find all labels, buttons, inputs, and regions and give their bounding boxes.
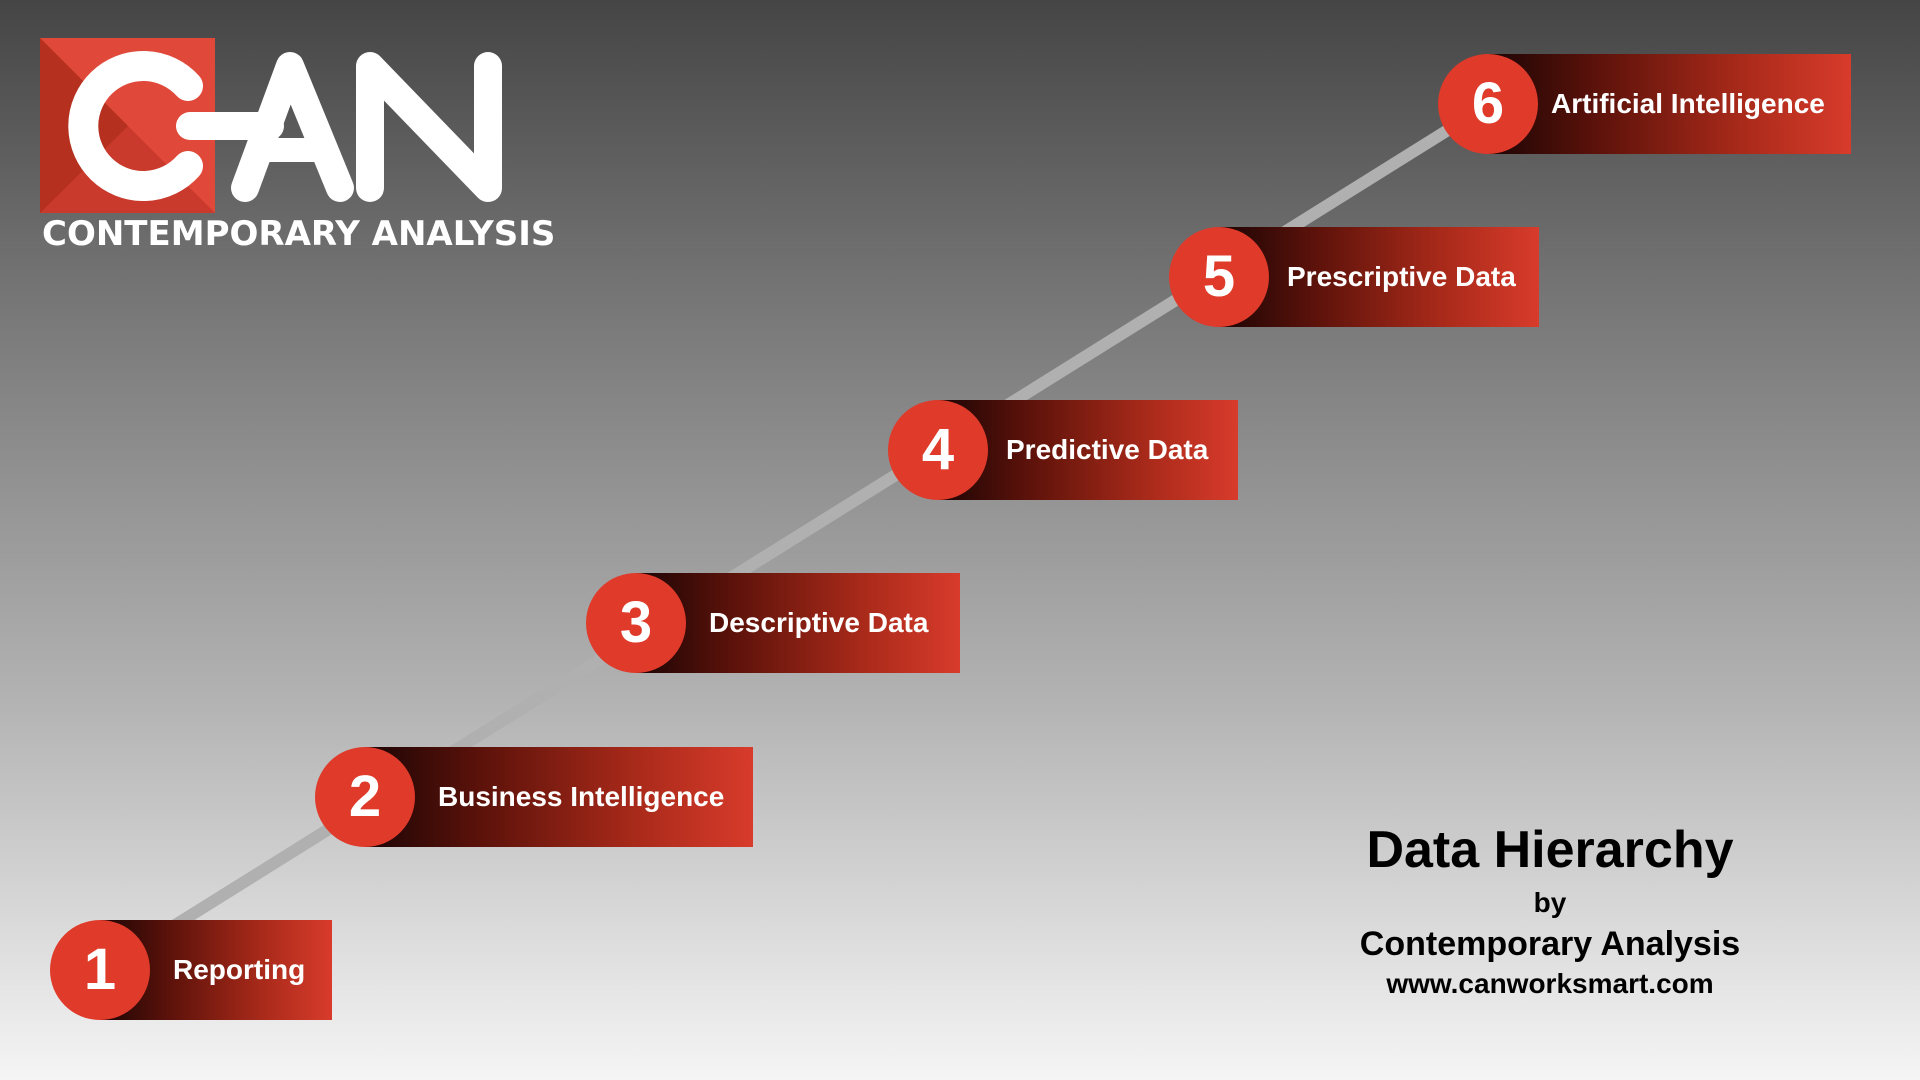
step-4-badge: 4 — [888, 400, 988, 500]
step-6-badge: 6 — [1438, 54, 1538, 154]
step-4-predictive-data: Predictive Data 4 — [888, 400, 1238, 500]
step-3-descriptive-data: Descriptive Data 3 — [586, 573, 960, 673]
step-1-badge: 1 — [50, 920, 150, 1020]
step-1-reporting: Reporting 1 — [50, 920, 332, 1020]
step-3-badge: 3 — [586, 573, 686, 673]
step-2-label: Business Intelligence — [438, 781, 725, 812]
step-2-badge: 2 — [315, 747, 415, 847]
step-5-label: Prescriptive Data — [1287, 261, 1516, 292]
step-6-artificial-intelligence: Artificial Intelligence 6 — [1438, 54, 1851, 154]
caption-url: www.canworksmart.com — [1386, 968, 1714, 999]
step-4-bar — [938, 400, 1238, 500]
can-logo: CONTEMPORARY ANALYSIS — [40, 38, 556, 258]
step-3-bar — [636, 573, 960, 673]
step-3-label: Descriptive Data — [709, 607, 929, 638]
step-6-bar — [1488, 54, 1851, 154]
step-1-label: Reporting — [173, 954, 306, 985]
caption-block: Data Hierarchy by Contemporary Analysis … — [1290, 815, 1810, 1001]
step-5-prescriptive-data: Prescriptive Data 5 — [1169, 227, 1539, 327]
step-5-bar — [1219, 227, 1539, 327]
caption-by: by — [1533, 887, 1567, 918]
step-5-badge: 5 — [1169, 227, 1269, 327]
step-2-bar — [365, 747, 753, 847]
can-logo-mark — [40, 38, 502, 213]
step-6-label: Artificial Intelligence — [1551, 88, 1825, 119]
step-2-business-intelligence: Business Intelligence 2 — [315, 747, 753, 847]
logo-tagline: CONTEMPORARY ANALYSIS — [42, 214, 556, 254]
caption-company: Contemporary Analysis — [1359, 925, 1741, 963]
step-4-label: Predictive Data — [1006, 434, 1209, 465]
caption-title: Data Hierarchy — [1366, 821, 1734, 879]
